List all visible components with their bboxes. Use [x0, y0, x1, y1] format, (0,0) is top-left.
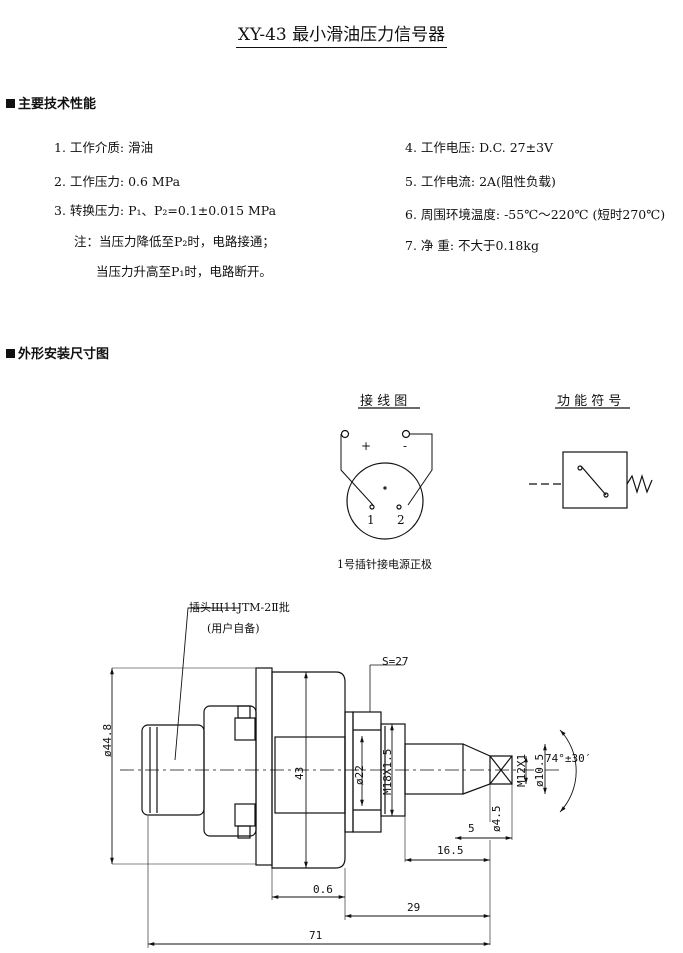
bullet-square-icon	[6, 349, 15, 358]
connector-face	[346, 462, 424, 540]
dim-length-71: 71	[309, 929, 323, 942]
spec-item: 7. 净 重: 不大于0.18kg	[405, 238, 539, 253]
page-title: XY-43 最小滑油压力信号器	[0, 20, 683, 48]
spec-note: 当压力升高至P₁时，电路断开。	[96, 264, 272, 279]
symbol-title: 功 能 符 号	[557, 394, 622, 409]
spec-item: 3. 转换压力: P₁、P₂=0.1±0.015 MPa	[54, 203, 277, 218]
terminal-plus	[340, 429, 350, 439]
spec-item: 5. 工作电流: 2A(阻性负载)	[405, 174, 556, 189]
dim-angle: 74°±30′	[545, 752, 592, 765]
terminal-minus	[401, 429, 411, 439]
bullet-square-icon	[6, 99, 15, 108]
dim-length-29: 29	[407, 901, 421, 914]
pin-1-label: 1	[367, 513, 375, 527]
spec-item: 2. 工作压力: 0.6 MPa	[54, 174, 181, 189]
pin-2-label: 2	[397, 513, 405, 527]
spec-item: 6. 周围环境温度: -55℃～220℃ (短时270℃)	[405, 207, 666, 222]
spec-item: 1. 工作介质: 滑油	[54, 140, 154, 155]
section-heading-tech: 主要技术性能	[6, 93, 96, 112]
wiring-caption: 1号插针接电源正极	[337, 558, 432, 571]
plug-label: 插头Щ11JTM-2Ⅱ批	[189, 601, 290, 614]
dim-length-0-6: 0.6	[313, 883, 333, 896]
section-heading-outline: 外形安装尺寸图	[6, 343, 109, 362]
spec-item: 4. 工作电压: D.C. 27±3V	[405, 140, 554, 155]
dim-length-5: 5	[468, 822, 475, 835]
dim-length-16-5: 16.5	[437, 844, 464, 857]
wiring-plus: +	[361, 439, 372, 453]
spec-note: 注：当压力降低至P₂时，电路接通；	[74, 234, 275, 249]
plug-sublabel: (用户自备)	[207, 622, 260, 635]
wiring-minus: -	[403, 439, 408, 453]
wiring-title: 接 线 图	[360, 394, 408, 409]
